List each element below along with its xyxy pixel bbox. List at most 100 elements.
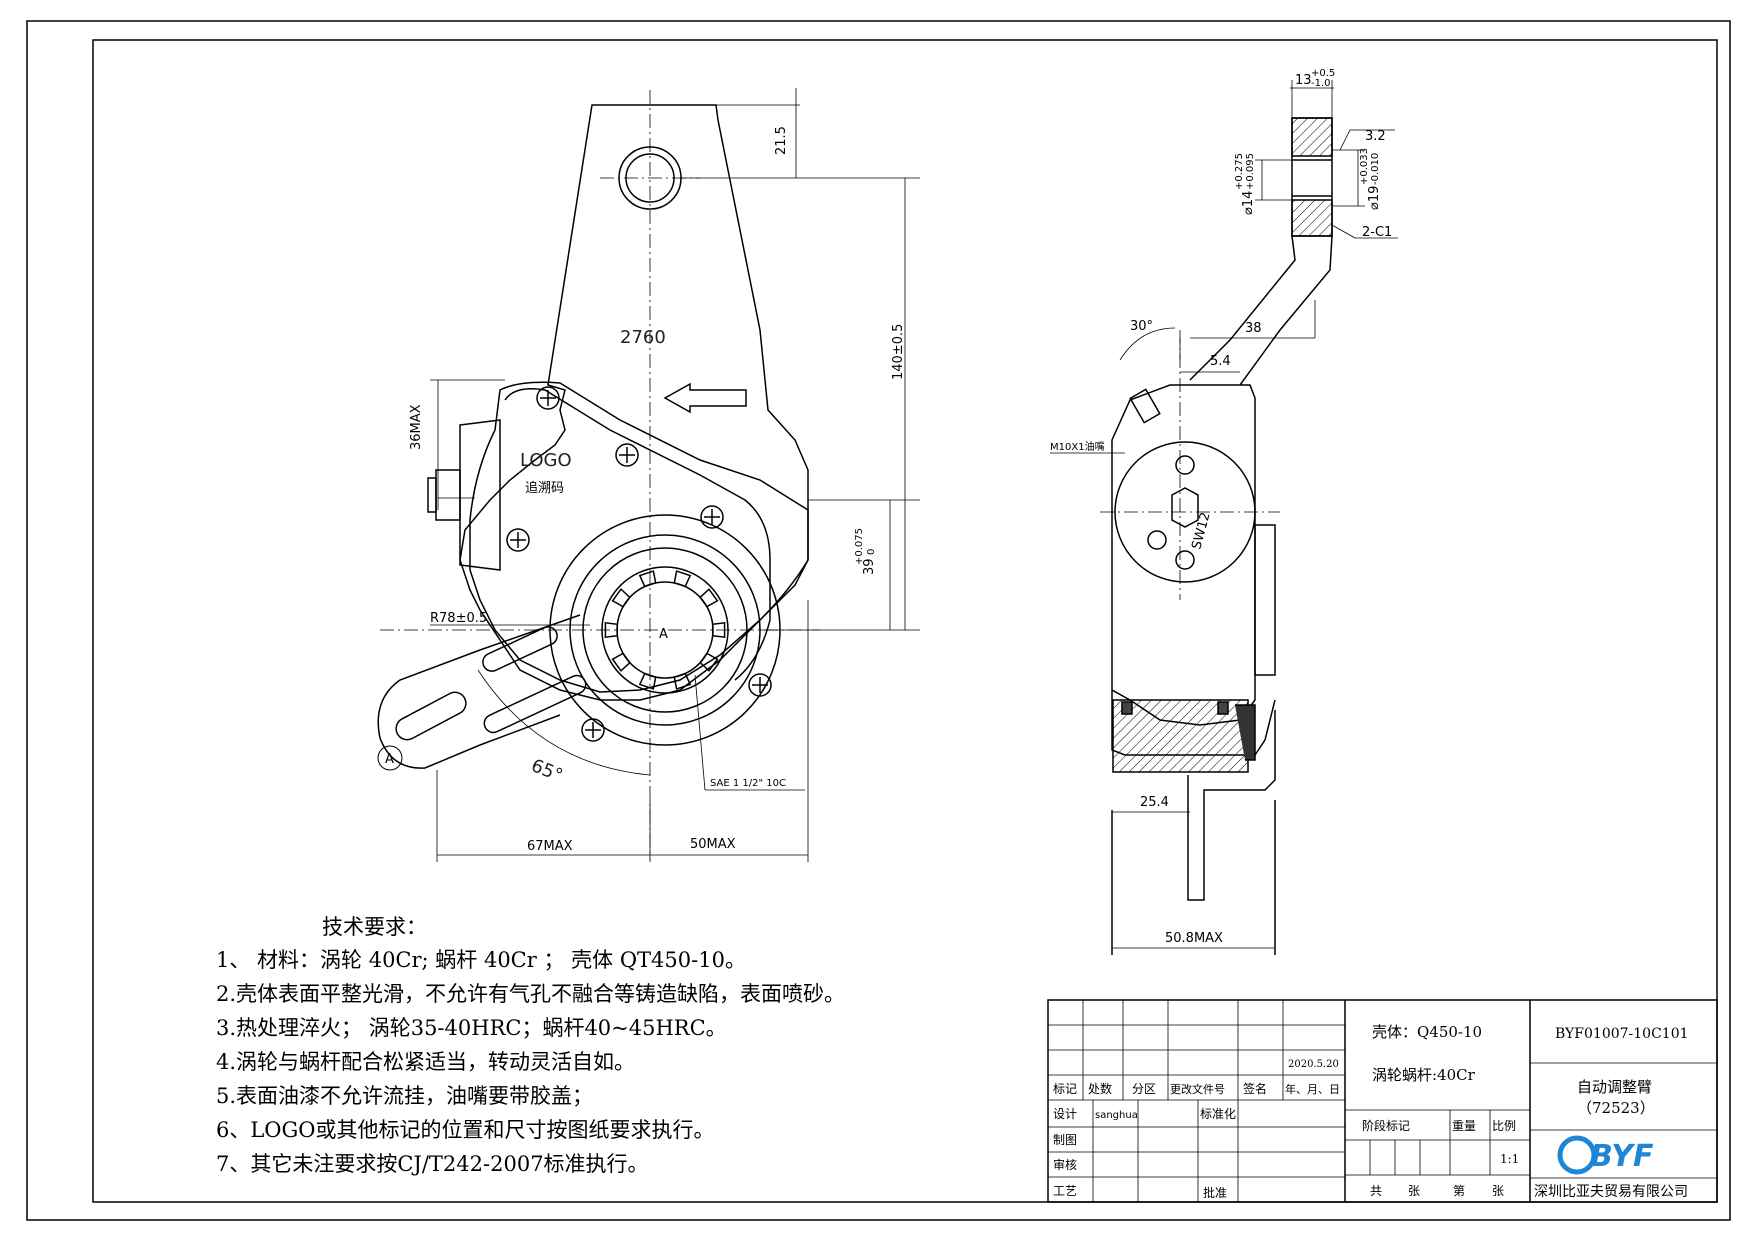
tb-scale: 1:1: [1500, 1152, 1519, 1166]
bottom-bracket: [1187, 710, 1276, 901]
dim-d14: ⌀14: [1241, 191, 1256, 215]
side-arm: [1189, 235, 1333, 386]
side-hole-2: [1175, 550, 1195, 570]
requirement-2: 2.壳体表面平整光滑，不允许有气孔不融合等铸造缺陷，表面喷砂。: [216, 982, 846, 1006]
technical-requirements-list: 1、 材料：涡轮 40Cr; 蜗杆 40Cr ； 壳体 QT450-10。 2.…: [216, 943, 845, 1181]
tb-material-housing: 壳体：Q450-10: [1372, 1023, 1482, 1041]
left-bolt: [435, 469, 461, 521]
dim-38: 38: [1245, 321, 1262, 336]
front-view: [377, 104, 809, 769]
tb-h-count: 处数: [1088, 1081, 1112, 1096]
side-centerlines: [1100, 330, 1280, 600]
cover-plate: [504, 388, 771, 681]
dim-13: 13: [1295, 73, 1312, 88]
spline-tooth: [638, 570, 657, 588]
grease-nipple-label: M10X1油嘴: [1050, 440, 1105, 453]
tb-sheets: 张: [1408, 1184, 1420, 1198]
dim-angle-65: 65°: [528, 755, 565, 786]
dim-25-4: 25.4: [1140, 795, 1169, 810]
logo-mark: LOGO: [520, 450, 572, 471]
seal-1: [1121, 701, 1133, 715]
tb-h-zone: 分区: [1132, 1082, 1156, 1096]
side-hole-3: [1147, 530, 1167, 550]
tb-sheet-unit: 张: [1492, 1184, 1504, 1198]
tb-stage: 阶段标记: [1362, 1118, 1410, 1133]
spline-tooth: [638, 672, 657, 690]
side-plate: [1254, 524, 1276, 676]
spline-tooth: [711, 621, 726, 639]
spline-tooth: [673, 570, 692, 588]
left-bolt-head: [427, 477, 437, 513]
tb-sheet-no: 第: [1453, 1184, 1465, 1198]
tb-material-gear: 涡轮蜗杆:40Cr: [1372, 1066, 1476, 1084]
inner-frame: [92, 39, 1718, 1203]
dim-2760: 2760: [620, 327, 666, 348]
arm-outline: [459, 104, 809, 701]
direction-arrow: [663, 382, 747, 414]
tb-company: 深圳比亚夫贸易有限公司: [1534, 1184, 1688, 1200]
chamfer-2-c1: 2-C1: [1362, 225, 1392, 240]
hex-bolt: [1171, 487, 1199, 528]
eye-hatch-top: [1291, 117, 1333, 157]
tb-part-no: （72523）: [1577, 1099, 1655, 1117]
tb-standard: 标准化: [1200, 1107, 1236, 1121]
brand-text: BYF: [1590, 1139, 1654, 1174]
dim-50-8max: 50.8MAX: [1165, 931, 1223, 946]
brand-logo: BYF: [1557, 1135, 1654, 1175]
dim-39-tol: +0.075: [854, 528, 865, 565]
spline-tooth: [604, 621, 619, 639]
spline-tooth: [699, 652, 719, 672]
side-hole-1: [1175, 455, 1195, 475]
front-dimensions: [430, 88, 920, 862]
tb-part-name: 自动调整臂: [1577, 1078, 1652, 1096]
side-dimensions: [1050, 80, 1398, 949]
dim-d14-tol2: +0.095: [1245, 153, 1256, 190]
dim-5-4: 5.4: [1210, 354, 1231, 369]
tb-drawing-code: BYF01007-10C101: [1555, 1026, 1689, 1042]
dim-36max: 36MAX: [409, 404, 424, 450]
seal-3: [1235, 704, 1256, 761]
dim-angle-30: 30°: [1130, 319, 1153, 334]
tb-design: 设计: [1053, 1107, 1077, 1121]
spline-spec: SAE 1 1/2" 10C: [710, 778, 786, 789]
lever-arm: [377, 614, 581, 769]
housing-outline: [469, 381, 809, 693]
tb-draw: 制图: [1053, 1133, 1077, 1147]
eye-hatch-bottom: [1291, 199, 1333, 237]
requirement-6: 6、LOGO或其他标记的位置和尺寸按图纸要求执行。: [216, 1118, 715, 1142]
grease-nipple: [1129, 388, 1161, 424]
dim-d14-tol: +0.275: [1234, 153, 1245, 190]
dim-39-tol2: 0: [866, 549, 877, 555]
spline-tooth: [673, 672, 692, 690]
dim-67max: 67MAX: [527, 839, 573, 854]
tb-h-mark: 标记: [1053, 1082, 1077, 1096]
section-circle-a: [377, 745, 403, 771]
spline-tooth: [611, 652, 631, 672]
dim-21-5: 21.5: [774, 126, 789, 155]
spline-teeth: [604, 570, 726, 690]
requirement-7: 7、其它未注要求按CJ/T242-2007标准执行。: [216, 1152, 649, 1176]
dim-13-tol: +0.5: [1311, 68, 1335, 79]
screws: [506, 386, 772, 742]
side-housing: [1111, 384, 1256, 726]
tb-date: 2020.5.20: [1288, 1059, 1339, 1070]
tb-review: 审核: [1053, 1157, 1077, 1172]
dim-13-tol2: -1.0: [1311, 78, 1331, 89]
dim-50max: 50MAX: [690, 837, 736, 852]
technical-requirements-title: 技术要求：: [322, 915, 427, 939]
requirement-4: 4.涡轮与蜗杆配合松紧适当，转动灵活自如。: [216, 1050, 636, 1074]
tb-approve: 批准: [1203, 1185, 1227, 1200]
arm-slot-2: [483, 674, 587, 734]
requirement-1: 1、 材料：涡轮 40Cr; 蜗杆 40Cr ； 壳体 QT450-10。: [216, 948, 746, 972]
tb-h-date: 年、月、日: [1285, 1082, 1340, 1096]
requirement-5: 5.表面油漆不允许流挂，油嘴要带胶盖；: [216, 1084, 594, 1108]
trace-code-mark: 追溯码: [525, 480, 564, 496]
tb-h-signature: 签名: [1243, 1081, 1267, 1096]
outer-frame: [26, 20, 1731, 1221]
front-centerlines: [380, 90, 820, 860]
tb-total: 共: [1370, 1184, 1382, 1198]
title-block: [1047, 999, 1718, 1203]
section-mark-a: A: [385, 752, 394, 767]
requirement-3: 3.热处理淬火； 涡轮35-40HRC；蜗杆40~45HRC。: [216, 1016, 727, 1040]
